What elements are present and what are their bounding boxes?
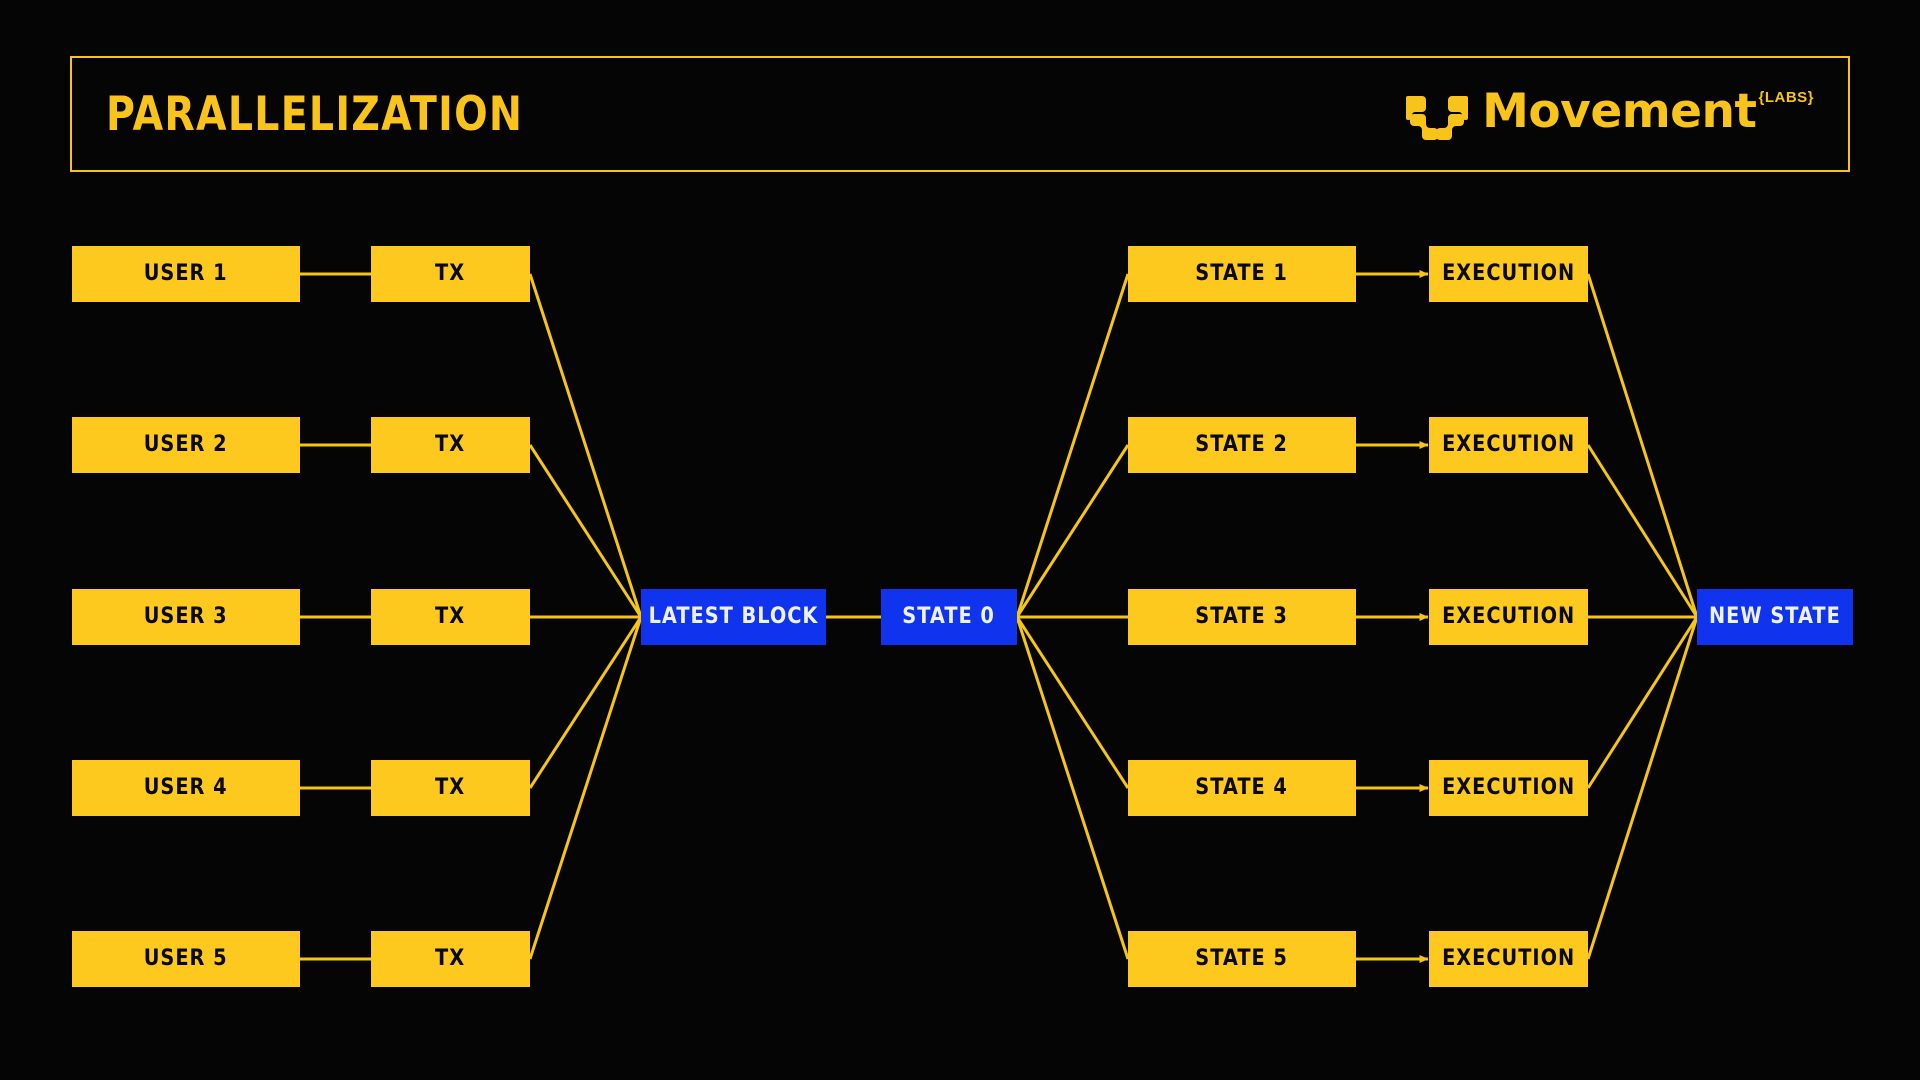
state-node-4[interactable]: STATE 4: [1128, 760, 1356, 816]
user-node-4[interactable]: USER 4: [72, 760, 300, 816]
edge-state-zero-to-state-1: [1015, 273, 1130, 618]
state-node-3[interactable]: STATE 3: [1128, 589, 1356, 645]
page-title: PARALLELIZATION: [106, 86, 524, 142]
node-label: STATE 4: [1195, 775, 1289, 800]
user-node-3[interactable]: USER 3: [72, 589, 300, 645]
edge-execution-to-new-state-5: [1586, 616, 1699, 960]
node-label: EXECUTION: [1441, 775, 1576, 800]
brand-name: Movement: [1482, 84, 1757, 139]
edge-tx-to-latest-block-4: [528, 616, 643, 789]
latest-block-node[interactable]: LATEST BLOCK: [641, 589, 826, 645]
execution-node-2[interactable]: EXECUTION: [1429, 417, 1588, 473]
edge-execution-to-new-state-4: [1586, 616, 1699, 789]
header-frame: PARALLELIZATION Movement {LABS}: [70, 56, 1850, 172]
edge-state-zero-to-state-4: [1015, 616, 1130, 789]
node-label: USER 5: [144, 946, 228, 971]
state-node-1[interactable]: STATE 1: [1128, 246, 1356, 302]
tx-node-4[interactable]: TX: [371, 760, 530, 816]
user-node-2[interactable]: USER 2: [72, 417, 300, 473]
node-label: EXECUTION: [1441, 261, 1576, 286]
node-label: TX: [435, 775, 466, 800]
node-label: USER 3: [144, 604, 228, 629]
brand-text: Movement {LABS}: [1482, 88, 1814, 135]
node-label: EXECUTION: [1441, 432, 1576, 457]
execution-node-1[interactable]: EXECUTION: [1429, 246, 1588, 302]
node-label: TX: [435, 604, 466, 629]
node-label: STATE 1: [1195, 261, 1289, 286]
node-label: USER 4: [144, 775, 228, 800]
edge-tx-to-latest-block-5: [528, 616, 643, 960]
node-label: STATE 0: [902, 604, 996, 629]
node-label: LATEST BLOCK: [648, 604, 819, 629]
edge-execution-to-new-state-2: [1586, 444, 1699, 618]
edge-state-zero-to-state-5: [1015, 616, 1130, 960]
node-label: USER 2: [144, 432, 228, 457]
tx-node-1[interactable]: TX: [371, 246, 530, 302]
state-node-5[interactable]: STATE 5: [1128, 931, 1356, 987]
node-label: TX: [435, 946, 466, 971]
node-label: STATE 5: [1195, 946, 1289, 971]
user-node-1[interactable]: USER 1: [72, 246, 300, 302]
new-state-node[interactable]: NEW STATE: [1697, 589, 1853, 645]
node-label: EXECUTION: [1441, 946, 1576, 971]
edge-state-zero-to-state-2: [1015, 444, 1130, 618]
user-node-5[interactable]: USER 5: [72, 931, 300, 987]
node-label: NEW STATE: [1709, 604, 1841, 629]
brand-superscript: {LABS}: [1758, 89, 1814, 106]
execution-node-5[interactable]: EXECUTION: [1429, 931, 1588, 987]
node-label: STATE 3: [1195, 604, 1289, 629]
execution-node-4[interactable]: EXECUTION: [1429, 760, 1588, 816]
node-label: TX: [435, 261, 466, 286]
tx-node-3[interactable]: TX: [371, 589, 530, 645]
edge-execution-to-new-state-1: [1586, 273, 1699, 618]
node-label: STATE 2: [1195, 432, 1289, 457]
state-zero-node[interactable]: STATE 0: [881, 589, 1017, 645]
node-label: USER 1: [144, 261, 228, 286]
node-label: TX: [435, 432, 466, 457]
edge-tx-to-latest-block-1: [528, 273, 643, 618]
tx-node-2[interactable]: TX: [371, 417, 530, 473]
brand-lockup: Movement {LABS}: [1406, 88, 1814, 140]
execution-node-3[interactable]: EXECUTION: [1429, 589, 1588, 645]
node-label: EXECUTION: [1441, 604, 1576, 629]
tx-node-5[interactable]: TX: [371, 931, 530, 987]
edge-tx-to-latest-block-2: [528, 444, 643, 618]
state-node-2[interactable]: STATE 2: [1128, 417, 1356, 473]
movement-m-mark-icon: [1406, 96, 1469, 140]
